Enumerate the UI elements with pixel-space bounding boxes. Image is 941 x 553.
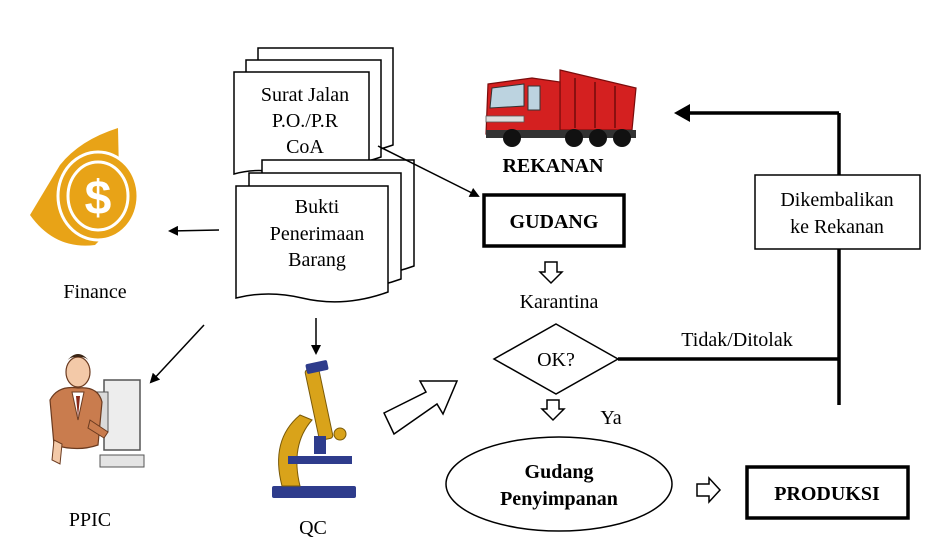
- doc-line-bukti: Bukti: [295, 196, 340, 218]
- hollow-down-arrow: [540, 399, 566, 422]
- ya-label: Ya: [600, 407, 621, 429]
- office-worker-icon: [49, 354, 145, 468]
- arrowhead-to-rekanan: [674, 104, 690, 122]
- doc-line-po-pr: P.O./P.R: [272, 110, 339, 132]
- gudang-label: GUDANG: [510, 211, 599, 233]
- produksi-box: [745, 465, 910, 520]
- hollow-down-arrow: [538, 261, 564, 285]
- karantina-label: Karantina: [520, 291, 599, 313]
- dikembalikan-line-2: ke Rekanan: [790, 216, 884, 238]
- doc-line-penerimaan: Penerimaan: [270, 223, 364, 245]
- dollar-coin-icon: $: [30, 128, 140, 246]
- gudang-penyimpanan-ellipse: [445, 436, 673, 532]
- finance-label: Finance: [63, 281, 126, 303]
- dikembalikan-line-1: Dikembalikan: [780, 189, 893, 211]
- arrow-to-finance: [168, 225, 220, 236]
- gudang-penyimpanan-line-2: Penyimpanan: [500, 488, 618, 510]
- rekanan-label: REKANAN: [502, 155, 604, 177]
- doc-line-surat-jalan: Surat Jalan: [261, 84, 349, 106]
- produksi-label: PRODUKSI: [774, 483, 880, 505]
- arrow-docs-to-gudang: [377, 145, 480, 197]
- doc-line-coa: CoA: [286, 136, 324, 158]
- ppic-label: PPIC: [69, 509, 111, 531]
- doc-line-barang: Barang: [288, 249, 346, 271]
- hollow-arrow-qc-to-decision: [383, 380, 459, 436]
- ok-label: OK?: [537, 349, 575, 371]
- microscope-icon: [272, 360, 356, 498]
- hollow-right-arrow: [696, 476, 722, 504]
- document-stack-delivery: Surat Jalan P.O./P.R CoA: [233, 47, 394, 179]
- dikembalikan-box: [754, 174, 921, 250]
- arrow-to-ppic: [149, 324, 205, 384]
- gudang-penyimpanan-line-1: Gudang: [525, 461, 594, 483]
- svg-text:$: $: [85, 172, 112, 225]
- dump-truck-icon: [485, 69, 637, 147]
- tidak-ditolak-label: Tidak/Ditolak: [681, 329, 793, 351]
- gudang-box: [482, 193, 626, 248]
- ok-decision-diamond: [492, 323, 620, 395]
- document-stack-receipt: Bukti Penerimaan Barang: [235, 159, 415, 303]
- qc-label: QC: [299, 517, 327, 539]
